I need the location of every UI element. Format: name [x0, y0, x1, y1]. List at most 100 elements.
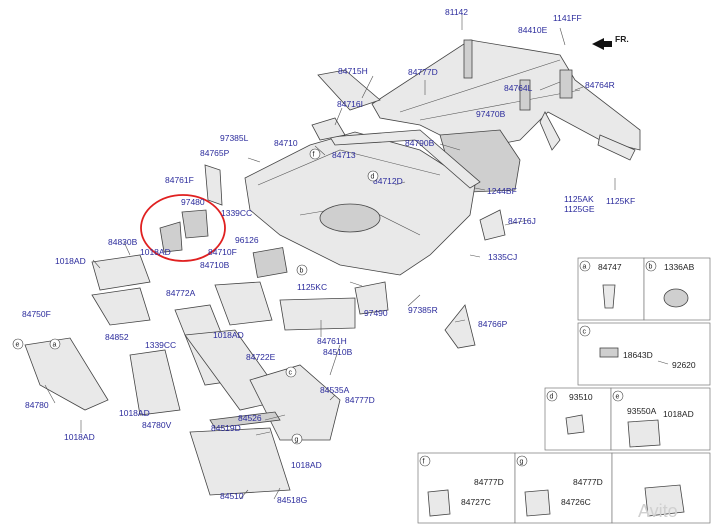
label-84715H: 84715H: [338, 66, 368, 76]
side-vent-97480: [181, 209, 209, 239]
legend-e-part-b: 1018AD: [663, 409, 694, 419]
front-label: FR.: [615, 34, 629, 44]
label-84716J: 84716J: [508, 216, 536, 226]
label-84780V: 84780V: [142, 420, 172, 430]
label-84772A: 84772A: [166, 288, 196, 298]
ref-circle-c: c: [289, 370, 293, 377]
trim-84716I: [311, 117, 346, 141]
legend-a-part: 84747: [598, 262, 622, 272]
switch-93510-icon: [565, 414, 585, 435]
legend-c-part-a: 18643D: [623, 350, 653, 360]
legend-c-letter: c: [583, 329, 587, 336]
label-97385R: 97385R: [408, 305, 438, 315]
legend-d-letter: d: [550, 394, 554, 401]
legend-c-part-b: 92620: [672, 360, 696, 370]
label-1125KC: 1125KC: [297, 282, 327, 292]
label-84510B: 84510B: [323, 347, 353, 357]
label-1339CC-top: 1339CC: [221, 208, 252, 218]
glove-box-84510: [189, 427, 291, 496]
legend-f-part-b: 84727C: [461, 497, 491, 507]
label-84761H: 84761H: [317, 336, 347, 346]
label-97385L: 97385L: [220, 133, 249, 143]
label-1018AD-f: 1018AD: [291, 460, 322, 470]
ref-circle-f: f: [313, 152, 315, 159]
bracket-84726C-icon: [524, 489, 551, 517]
label-1018AD-b: 1018AD: [55, 256, 86, 266]
label-1018AD-e: 1018AD: [64, 432, 95, 442]
label-1339CC-mid: 1339CC: [145, 340, 176, 350]
label-1125KF: 1125KF: [606, 196, 635, 206]
label-84777D-top: 84777D: [408, 67, 438, 77]
grommet-1336AB-icon: [663, 288, 689, 308]
switch-93550A-icon: [627, 419, 661, 448]
ref-circle-a: a: [53, 342, 57, 349]
ref-circle-b: b: [300, 268, 304, 275]
ref-circle-g: g: [295, 437, 299, 444]
label-84761F: 84761F: [165, 175, 194, 185]
label-84526: 84526: [238, 413, 262, 423]
audio-panel-84761H: [279, 297, 356, 331]
clip-84747-icon: [602, 284, 616, 309]
label-84764R: 84764R: [585, 80, 615, 90]
center-grille-97490: [354, 281, 389, 315]
knee-bolster-84750F: [91, 287, 151, 326]
legend-g-letter: g: [520, 459, 524, 466]
label-84765P: 84765P: [200, 148, 230, 158]
label-81142: 81142: [445, 7, 468, 17]
lower-crash-pad-84780V: [129, 349, 181, 416]
label-84510: 84510: [220, 491, 244, 501]
lower-panel-left: [24, 337, 109, 411]
legend-b-part: 1336AB: [664, 262, 695, 272]
label-84712D: 84712D: [373, 176, 403, 186]
label-84716I: 84716I: [337, 99, 363, 109]
legend-g-part-a: 84777D: [573, 477, 603, 487]
part-number-labels: 81142 84410E 1141FF 84715H 84777D 84764L…: [22, 7, 635, 505]
front-direction-indicator: FR.: [592, 34, 629, 50]
highlight-circle: [140, 194, 226, 262]
label-84790B: 84790B: [405, 138, 435, 148]
cluster-fascia: [91, 254, 151, 291]
center-vent-84710B: [214, 281, 273, 326]
label-84764L: 84764L: [504, 83, 533, 93]
side-cover-left: [204, 164, 223, 206]
front-arrow-icon: [592, 38, 612, 50]
label-97480: 97480: [181, 197, 205, 207]
legend-panel: a 84747 b 1336AB c 18643D 92620 d 93510 …: [417, 257, 711, 524]
side-vent-bracket: [159, 221, 183, 253]
label-84852: 84852: [105, 332, 129, 342]
label-1018AD-d: 1018AD: [119, 408, 150, 418]
legend-b-letter: b: [649, 264, 653, 271]
label-84830B: 84830B: [108, 237, 138, 247]
label-84410E: 84410E: [518, 25, 548, 35]
label-84710F: 84710F: [208, 247, 237, 257]
crash-pad-main: [244, 131, 476, 278]
cowl-cross-bar: [371, 39, 641, 161]
legend-e-letter: e: [616, 394, 620, 401]
label-84766P: 84766P: [478, 319, 508, 329]
legend-g-part-b: 84726C: [561, 497, 591, 507]
side-cover-right: [479, 209, 506, 241]
legend-a-letter: a: [583, 264, 587, 271]
ref-circle-e: e: [16, 342, 20, 349]
label-1018AD-c: 1018AD: [213, 330, 244, 340]
label-1335CJ: 1335CJ: [488, 252, 517, 262]
end-cap-right: [444, 304, 476, 349]
label-84518G: 84518G: [277, 495, 307, 505]
bracket-84727C-icon: [427, 489, 451, 517]
ref-circle-d: d: [371, 174, 375, 181]
label-84710: 84710: [274, 138, 298, 148]
avito-watermark: Avito: [638, 501, 678, 521]
label-1244BF: 1244BF: [487, 186, 517, 196]
label-1018AD-a: 1018AD: [140, 247, 171, 257]
label-1125AK: 1125AK: [564, 194, 594, 204]
reference-circles: f d e a b c g: [12, 148, 379, 445]
label-1125GE: 1125GE: [564, 204, 595, 214]
label-84750F: 84750F: [22, 309, 51, 319]
legend-d-part: 93510: [569, 392, 593, 402]
label-96126: 96126: [235, 235, 259, 245]
legend-box-e: [610, 387, 711, 451]
label-84777D-mid: 84777D: [345, 395, 375, 405]
label-84519D: 84519D: [211, 423, 241, 433]
label-84722E: 84722E: [246, 352, 276, 362]
